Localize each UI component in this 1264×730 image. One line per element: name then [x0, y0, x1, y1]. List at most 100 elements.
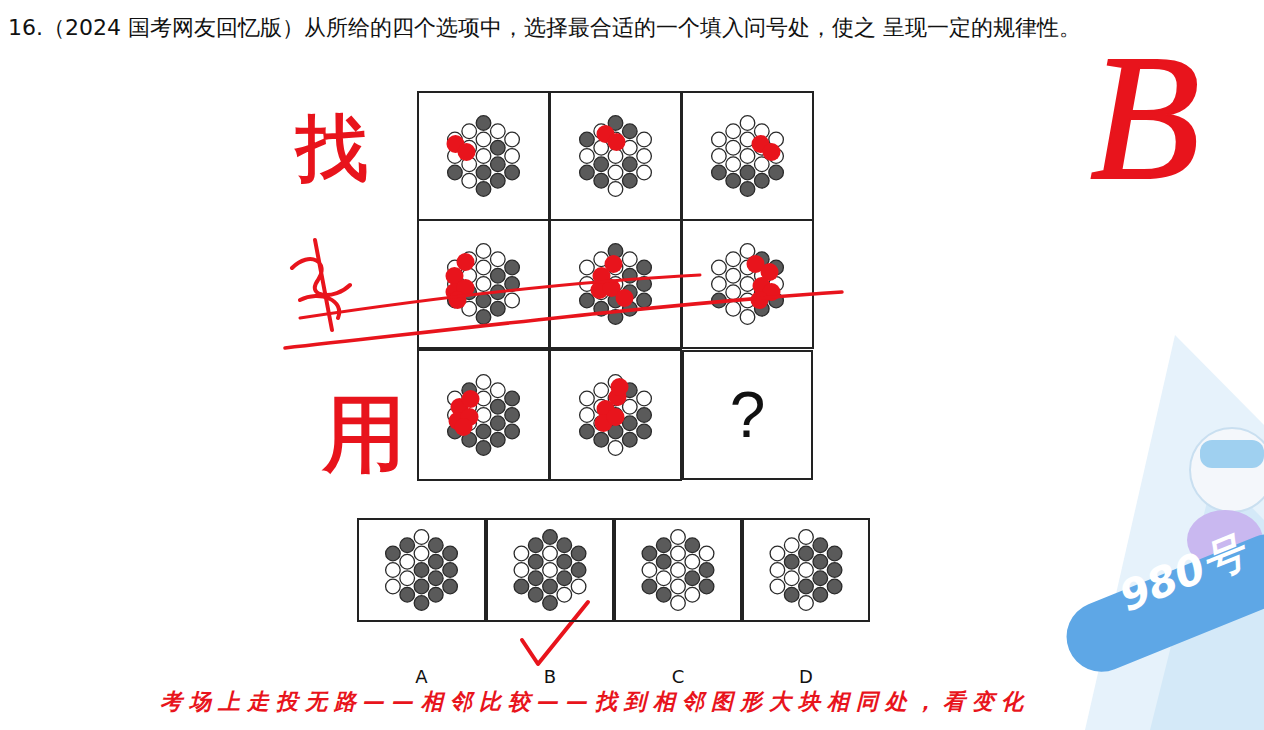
- pattern-circle: [543, 596, 558, 611]
- pattern-circle: [671, 546, 686, 561]
- pattern-circle: [476, 244, 491, 259]
- red-mark: [449, 291, 467, 309]
- check-mark: [522, 602, 588, 664]
- pattern-circle: [505, 260, 520, 275]
- pattern-circle: [637, 408, 652, 423]
- pattern-circle: [594, 432, 609, 447]
- pattern-circle: [642, 546, 657, 561]
- pattern-circle: [656, 538, 671, 553]
- pattern-circle: [799, 546, 814, 561]
- pattern-circle: [571, 563, 586, 578]
- grid-cell: [550, 92, 681, 220]
- pattern-circle: [491, 383, 506, 398]
- red-mark: [607, 408, 625, 426]
- pattern-circle: [448, 165, 463, 180]
- pattern-circle: [623, 416, 638, 431]
- pattern-circle: [557, 538, 572, 553]
- pattern-circle: [712, 165, 727, 180]
- pattern-circle: [580, 293, 595, 308]
- pattern-circle: [623, 173, 638, 188]
- pattern-circle: [726, 173, 741, 188]
- pattern-circle: [799, 596, 814, 611]
- pattern-circle: [740, 277, 755, 292]
- pattern-circle: [580, 132, 595, 147]
- pattern-circle: [476, 424, 491, 439]
- pattern-circle: [476, 277, 491, 292]
- red-mark: [458, 143, 476, 161]
- pattern-circle: [414, 563, 429, 578]
- mountain-shape: [1085, 335, 1264, 730]
- pattern-circle: [443, 546, 458, 561]
- pattern-circle: [637, 132, 652, 147]
- pattern-circle: [491, 124, 506, 139]
- pattern-circle: [608, 165, 623, 180]
- grid-cell: [418, 92, 549, 220]
- pattern-circle: [813, 538, 828, 553]
- pattern-circle: [671, 563, 686, 578]
- pattern-circle: [476, 165, 491, 180]
- grid-cell: [682, 220, 813, 348]
- pattern-circle: [505, 293, 520, 308]
- watermark: 980号: [1114, 531, 1250, 619]
- pattern-circle: [491, 432, 506, 447]
- pattern-circle: [685, 571, 700, 586]
- pattern-circle: [726, 140, 741, 155]
- pattern-circle: [429, 587, 444, 602]
- pattern-circle: [799, 579, 814, 594]
- option-letter: D: [744, 668, 868, 686]
- option-box: D: [742, 518, 870, 622]
- pattern-circle: [491, 140, 506, 155]
- pattern-circle: [476, 375, 491, 390]
- pattern-circle: [740, 310, 755, 325]
- pattern-circle: [784, 571, 799, 586]
- pattern-circle: [637, 165, 652, 180]
- pattern-circle: [400, 571, 415, 586]
- pattern-circle: [726, 252, 741, 267]
- strike-line: [285, 292, 842, 348]
- puzzle-grid: [418, 92, 813, 480]
- pattern-circle: [429, 571, 444, 586]
- pattern-circle: [580, 391, 595, 406]
- pattern-circle: [784, 554, 799, 569]
- pattern-circle: [608, 182, 623, 197]
- pattern-circle: [726, 301, 741, 316]
- grid-cell: [550, 350, 681, 480]
- option-letter: A: [359, 668, 484, 686]
- pattern-circle: [755, 173, 770, 188]
- pattern-circle: [400, 587, 415, 602]
- pattern-circle: [557, 554, 572, 569]
- pattern-circle: [712, 277, 727, 292]
- pattern-circle: [637, 391, 652, 406]
- grid-cell: [682, 92, 813, 220]
- pattern-circle: [712, 149, 727, 164]
- pattern-circle: [769, 165, 784, 180]
- pattern-circle: [491, 268, 506, 283]
- pattern-circle: [580, 165, 595, 180]
- pattern-circle: [528, 538, 543, 553]
- red-mark: [763, 143, 781, 161]
- pattern-circle: [726, 157, 741, 172]
- pattern-circle: [685, 554, 700, 569]
- pattern-circle: [571, 579, 586, 594]
- pattern-circle: [491, 173, 506, 188]
- pattern-circle: [462, 124, 477, 139]
- pattern-circle: [699, 563, 714, 578]
- handwritten-note: 找: [296, 112, 368, 184]
- pattern-circle: [637, 260, 652, 275]
- pattern-circle: [414, 530, 429, 545]
- pattern-circle: [528, 587, 543, 602]
- pattern-circle: [491, 399, 506, 414]
- red-mark: [462, 390, 480, 408]
- pattern-circle: [386, 579, 401, 594]
- pattern-circle: [491, 416, 506, 431]
- option-box: A: [357, 518, 486, 622]
- pattern-circle: [505, 391, 520, 406]
- pattern-circle: [414, 579, 429, 594]
- pattern-circle: [637, 293, 652, 308]
- pattern-circle: [429, 554, 444, 569]
- pattern-circle: [400, 538, 415, 553]
- pattern-circle: [656, 554, 671, 569]
- strike-line: [300, 275, 700, 318]
- red-mark: [608, 133, 626, 151]
- pattern-circle: [462, 173, 477, 188]
